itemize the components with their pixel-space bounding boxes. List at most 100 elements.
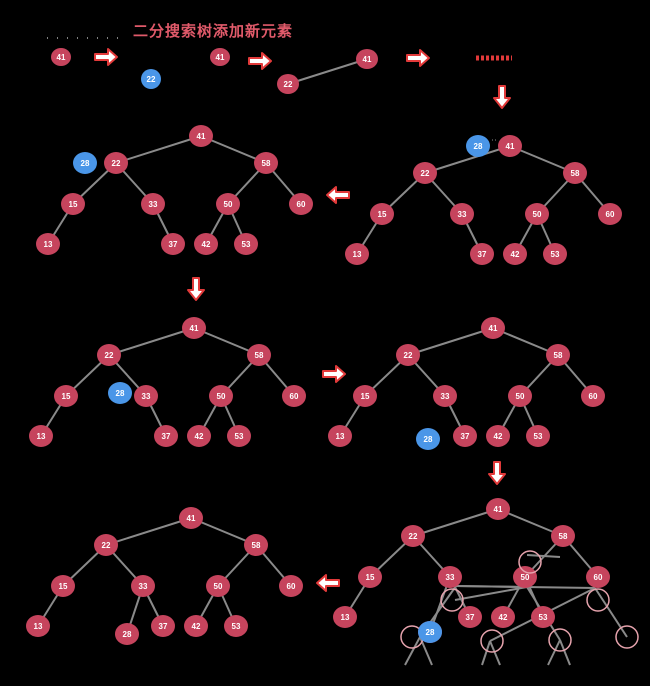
step5-node-13: 13 <box>36 233 60 255</box>
node-circle <box>184 615 208 637</box>
node-circle <box>356 49 378 69</box>
node-label: 33 <box>446 573 455 582</box>
step8-null-edge <box>547 639 561 666</box>
node-label: 13 <box>341 613 350 622</box>
node-circle <box>51 48 71 66</box>
node-circle <box>179 507 203 529</box>
node-circle <box>189 125 213 147</box>
node-circle <box>161 233 185 255</box>
node-circle <box>498 135 522 157</box>
arrow-right-icon <box>248 52 272 70</box>
step5-node-42: 42 <box>194 233 218 255</box>
node-circle <box>247 344 271 366</box>
node-label: 42 <box>511 250 520 259</box>
step6-node-42: 42 <box>187 425 211 447</box>
node-label: 42 <box>494 432 503 441</box>
arrow-left-icon <box>316 574 340 592</box>
step3-node-41: 41 <box>356 49 378 69</box>
step8-node-28-new: 28 <box>418 621 442 643</box>
node-circle <box>581 385 605 407</box>
step4-node-22: 22 <box>413 162 437 184</box>
node-label: 33 <box>142 392 151 401</box>
step8-node-60: 60 <box>586 566 610 588</box>
node-label: 58 <box>262 159 271 168</box>
step5-node-50: 50 <box>216 193 240 215</box>
node-circle <box>279 575 303 597</box>
node-label: 41 <box>57 53 66 62</box>
node-label: 13 <box>336 432 345 441</box>
node-circle <box>353 385 377 407</box>
step10-node-33: 33 <box>131 575 155 597</box>
node-label: 41 <box>187 514 196 523</box>
step6-node-22: 22 <box>97 344 121 366</box>
node-label: 22 <box>404 351 413 360</box>
node-label: 33 <box>149 200 158 209</box>
step5-node-37: 37 <box>161 233 185 255</box>
node-label: 41 <box>190 324 199 333</box>
node-label: 13 <box>44 240 53 249</box>
diagram-title: 二分搜索树添加新元素 <box>133 23 294 40</box>
node-label: 53 <box>242 240 251 249</box>
step2-node-22-new: 22 <box>141 69 161 89</box>
step7-node-50: 50 <box>508 385 532 407</box>
step7-node-42: 42 <box>486 425 510 447</box>
node-circle <box>525 203 549 225</box>
node-circle <box>187 425 211 447</box>
step10-node-37: 37 <box>151 615 175 637</box>
node-circle <box>418 621 442 643</box>
step8-node-41: 41 <box>486 498 510 520</box>
node-circle <box>94 534 118 556</box>
node-label: 41 <box>363 55 372 64</box>
node-circle <box>396 344 420 366</box>
node-label: 53 <box>551 250 560 259</box>
step3-node-22: 22 <box>277 74 299 94</box>
step8-null-edge <box>594 587 628 638</box>
node-circle <box>151 615 175 637</box>
node-circle <box>206 575 230 597</box>
node-circle <box>97 344 121 366</box>
node-circle <box>73 152 97 174</box>
step8-edge-41-22 <box>412 508 499 537</box>
step10-node-50: 50 <box>206 575 230 597</box>
node-label: 60 <box>589 392 598 401</box>
node-circle <box>51 575 75 597</box>
node-circle <box>333 606 357 628</box>
node-circle <box>433 385 457 407</box>
node-circle <box>416 428 440 450</box>
step8-node-33: 33 <box>438 566 462 588</box>
node-label: 33 <box>458 210 467 219</box>
node-circle <box>598 203 622 225</box>
node-circle <box>466 135 490 157</box>
node-circle <box>234 233 258 255</box>
node-label: 50 <box>516 392 525 401</box>
node-label: 41 <box>216 53 225 62</box>
step4-node-58: 58 <box>563 162 587 184</box>
step4-node-60: 60 <box>598 203 622 225</box>
node-label: 60 <box>594 573 603 582</box>
arrow-down-icon <box>493 85 511 109</box>
node-label: 22 <box>112 159 121 168</box>
step5-node-22: 22 <box>104 152 128 174</box>
node-circle <box>141 193 165 215</box>
node-label: 50 <box>533 210 542 219</box>
node-label: 22 <box>105 351 114 360</box>
node-circle <box>526 425 550 447</box>
step6-node-37: 37 <box>154 425 178 447</box>
node-circle <box>491 606 515 628</box>
node-circle <box>546 344 570 366</box>
node-label: 53 <box>534 432 543 441</box>
node-label: 41 <box>494 505 503 514</box>
step10-node-22: 22 <box>94 534 118 556</box>
step2-node-41: 41 <box>210 48 230 66</box>
step10-node-42: 42 <box>184 615 208 637</box>
step8-node-15: 15 <box>358 566 382 588</box>
node-circle <box>141 69 161 89</box>
node-circle <box>224 615 248 637</box>
node-label: 28 <box>424 435 433 444</box>
node-label: 60 <box>606 210 615 219</box>
node-label: 50 <box>214 582 223 591</box>
node-label: 58 <box>554 351 563 360</box>
node-label: 58 <box>252 541 261 550</box>
node-circle <box>131 575 155 597</box>
